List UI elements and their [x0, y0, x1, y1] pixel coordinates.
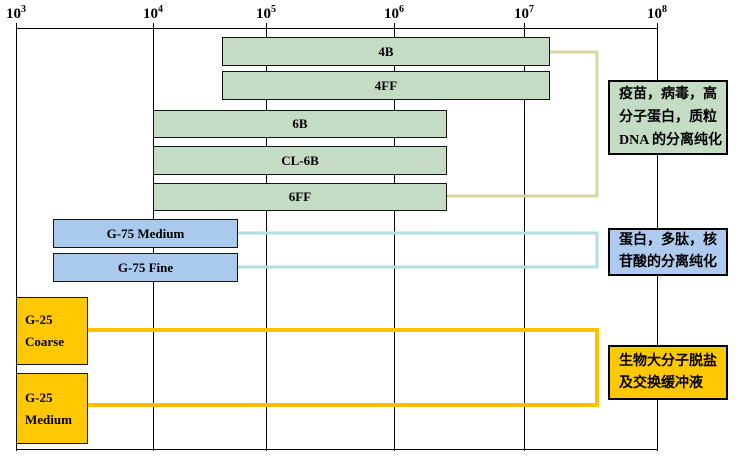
axis-tick-label-10e7: 107	[514, 4, 534, 22]
bar-G-75-Medium: G-75 Medium	[53, 219, 238, 248]
axis-tick-label-10e5: 105	[256, 4, 276, 22]
note-line: 苷酸的分离纯化	[619, 255, 717, 270]
bar-6FF: 6FF	[153, 183, 447, 211]
bar-4FF: 4FF	[222, 71, 550, 100]
bar-G-25-Coarse: G-25 Coarse	[16, 297, 88, 365]
axis-tick-label-10e3: 103	[6, 4, 26, 22]
bar-label: CL-6B	[281, 152, 319, 168]
bar-4B: 4B	[222, 37, 550, 66]
note-sepharose-group: 疫苗，病毒，高 分子蛋白，质粒 DNA 的分离纯化	[608, 80, 728, 155]
bar-label: 4FF	[374, 77, 398, 93]
note-line: 疫苗，病毒，高	[619, 87, 717, 102]
bar-label: 4B	[378, 43, 394, 59]
note-line: 分子蛋白，质粒	[619, 110, 717, 125]
bar-label-line: Medium	[25, 411, 72, 427]
bar-label: 6B	[292, 116, 308, 131]
bar-6B: 6B	[153, 110, 447, 138]
axis-tick-label-10e8: 108	[647, 4, 667, 22]
bar-CL-6B: CL-6B	[153, 146, 447, 175]
bar-G-75-Fine: G-75 Fine	[53, 253, 238, 282]
note-line: 及交换缓冲液	[619, 375, 703, 391]
axis-tick-label-10e4: 104	[143, 4, 163, 22]
bar-label: G-75 Medium	[106, 225, 185, 241]
note-g25-group: 生物大分子脱盐 及交换缓冲液	[608, 345, 728, 400]
bar-label-line: G-25	[25, 389, 53, 405]
note-line: DNA 的分离纯化	[619, 133, 723, 148]
note-line: 生物大分子脱盐	[619, 353, 717, 369]
note-line: 蛋白，多肽，核	[619, 233, 717, 248]
bar-label: G-75 Fine	[117, 259, 174, 275]
bar-G-25-Medium: G-25 Medium	[16, 373, 88, 444]
bar-label-line: Coarse	[25, 334, 64, 349]
bar-label-line: G-25	[25, 312, 53, 327]
axis-tick-label-10e6: 106	[384, 4, 404, 22]
bar-label: 6FF	[288, 189, 312, 204]
note-g75-group: 蛋白，多肽，核 苷酸的分离纯化	[608, 228, 728, 276]
